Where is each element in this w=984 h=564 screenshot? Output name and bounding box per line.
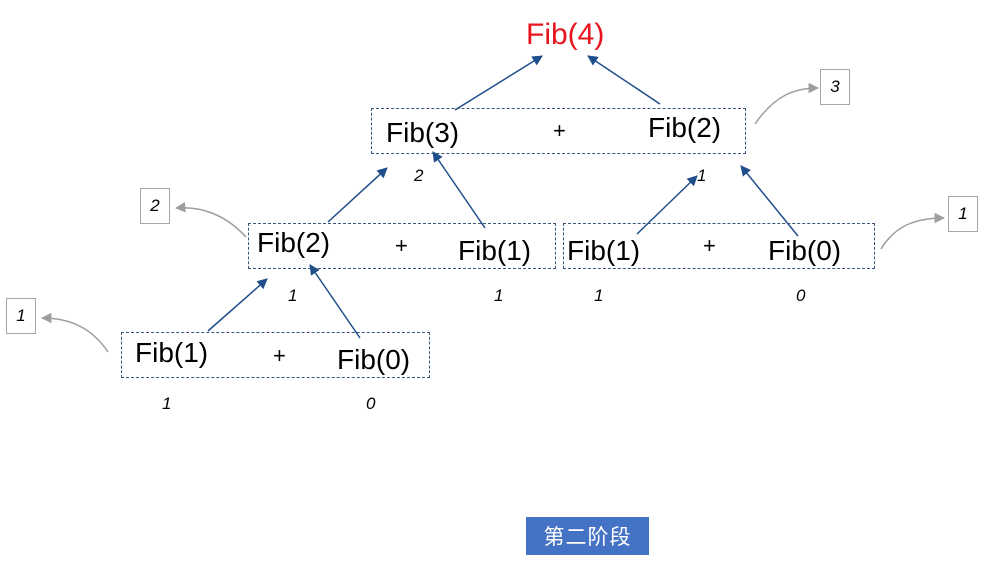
stage-label: 第二阶段 [526,517,649,555]
result-arrow-bottom [40,312,109,353]
midleft-plus: + [395,233,408,258]
midright-left-node: Fib(1) [567,235,641,266]
group-mid-right [563,223,875,269]
bottom-right-node: Fib(0) [337,344,411,375]
group-top [371,108,746,154]
result-box-bottom: 1 [6,298,36,334]
bottom-left-node: Fib(1) [135,337,209,368]
result-arrow-top [754,82,820,125]
top-plus: + [553,118,566,143]
midright-left-value: 1 [594,286,604,305]
top-right-node: Fib(2) [648,112,722,143]
arrow-midleft-fib2-to-fib3 [327,167,388,223]
result-arrow-midright [880,212,946,250]
bottom-left-value: 1 [162,394,172,413]
arrow-midright-fib1-to-fib2 [636,175,698,235]
midleft-left-value: 1 [288,286,298,305]
result-box-mid-right: 1 [948,196,978,232]
bottom-right-value: 0 [366,394,376,413]
midright-plus: + [703,233,716,258]
group-mid-left [248,223,556,269]
midright-right-value: 0 [796,286,806,305]
midleft-right-node: Fib(1) [458,235,532,266]
arrow-fib2-to-fib4 [587,55,661,105]
group-bottom [121,332,430,378]
result-box-mid-left: 2 [140,188,170,224]
arrow-midright-fib0-to-fib2 [740,165,799,237]
result-arrow-midleft [174,201,247,238]
arrow-bottom-fib1-to-fib2 [207,278,268,332]
result-box-top: 3 [820,69,850,105]
midleft-right-value: 1 [494,286,504,305]
arrow-fib3-to-fib4 [454,55,543,111]
top-right-value: 1 [697,166,707,185]
midleft-left-node: Fib(2) [257,227,331,258]
arrow-midleft-fib1-to-fib3 [432,151,486,229]
top-left-node: Fib(3) [386,117,460,148]
bottom-plus: + [273,343,286,368]
top-left-value: 2 [414,166,424,185]
root-node-fib4: Fib(4) [526,18,605,51]
midright-right-node: Fib(0) [768,235,842,266]
arrow-bottom-fib0-to-fib2 [309,264,361,339]
